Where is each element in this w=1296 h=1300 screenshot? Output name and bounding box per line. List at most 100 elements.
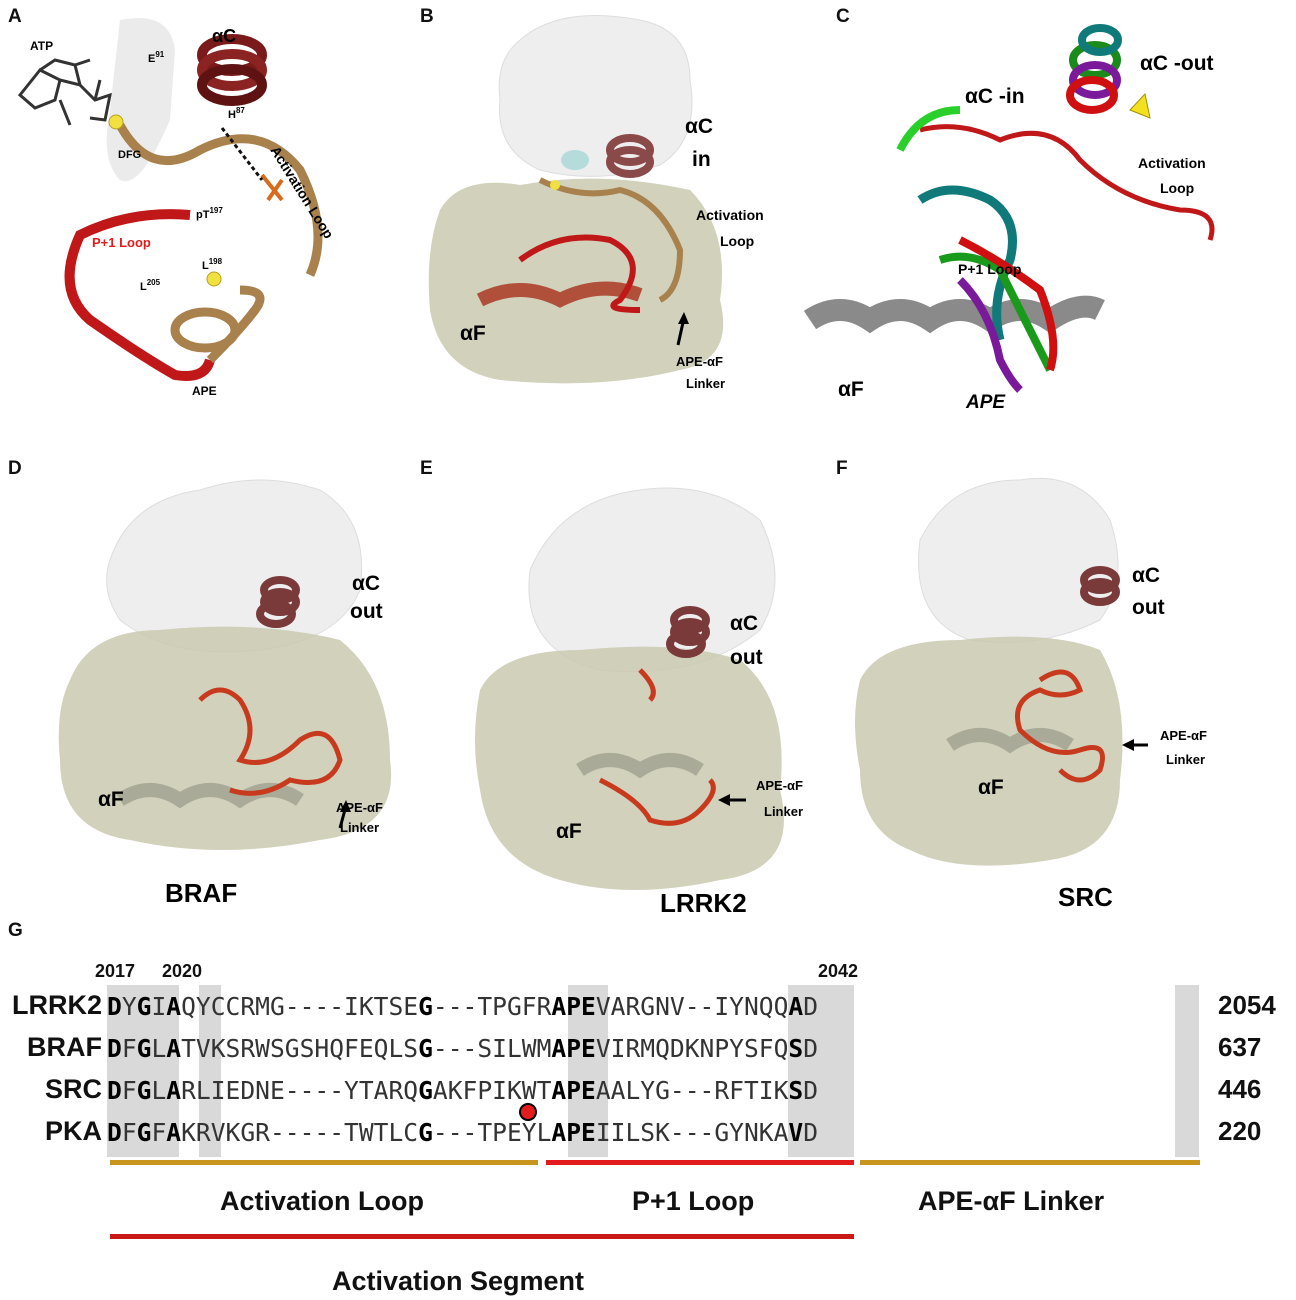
label-ac-out: out — [350, 600, 383, 623]
label-af: αF — [838, 378, 864, 401]
panel-a-structure: ATP E91 αC H87 DFG Activation Loop pT197… — [17, 18, 337, 398]
panel-c-structure: αC -in αC -out Activation Loop P+1 Loop … — [803, 24, 1215, 413]
label-ac-out: out — [1132, 596, 1165, 619]
label-linker-2: Linker — [686, 376, 725, 391]
label-linker-2: Linker — [340, 820, 379, 835]
label-ape: APE — [965, 392, 1006, 413]
label-linker-2: Linker — [764, 804, 803, 819]
bar-activation-loop — [110, 1160, 538, 1165]
p1-loop-ribbon — [64, 209, 215, 381]
n-lobe-surface — [498, 15, 693, 177]
label-linker: APE-αF — [336, 800, 383, 815]
label-linker: APE-αF Linker — [918, 1186, 1105, 1216]
c-lobe-surface — [428, 178, 724, 384]
phosphosite-marker — [519, 1103, 537, 1121]
label-l198: L198 — [202, 257, 223, 272]
calpha-sphere — [108, 114, 124, 130]
label-dfg: DFG — [118, 149, 141, 161]
bar-p1-loop — [546, 1160, 854, 1165]
bar-linker — [860, 1160, 1200, 1165]
protein-name: LRRK2 — [11, 990, 102, 1020]
protein-name: BRAF — [27, 1032, 102, 1062]
label-linker: APE-αF — [676, 354, 723, 369]
surface — [106, 18, 175, 182]
label-activation: Activation — [696, 207, 764, 223]
panel-letter-e: E — [420, 458, 433, 479]
protein-name: PKA — [44, 1116, 102, 1146]
phosphate — [260, 173, 284, 202]
label-loop: Loop — [720, 233, 754, 249]
structure-figures: ATP E91 αC H87 DFG Activation Loop pT197… — [17, 15, 1215, 918]
sequence: DYGIAQYCCRMG----IKTSEG---TPGFRAPEVARGNV-… — [107, 992, 818, 1021]
label-ac-in: αC -in — [965, 85, 1025, 108]
label-ac: αC — [730, 612, 758, 635]
end-position: 220 — [1218, 1116, 1262, 1146]
panel-letter-a: A — [8, 6, 22, 27]
label-p1-loop: P+1 Loop — [92, 235, 151, 250]
ape-ribbon — [170, 307, 240, 353]
label-activation: Activation — [1138, 155, 1206, 171]
shade-g — [568, 985, 608, 1157]
label-h87: H87 — [228, 106, 245, 121]
label-af: αF — [556, 820, 582, 843]
alpha-c-helix — [197, 34, 267, 106]
caption-lrrk2: LRRK2 — [660, 888, 747, 918]
label-loop: Loop — [1160, 180, 1194, 196]
label-ape: APE — [192, 384, 217, 398]
shade-dfg — [107, 985, 179, 1157]
label-af: αF — [978, 776, 1004, 799]
panel-letter-f: F — [836, 458, 848, 479]
label-e91: E91 — [148, 50, 165, 65]
label-ac: αC — [685, 115, 713, 138]
label-activation-segment: Activation Segment — [332, 1266, 585, 1296]
protein-name: SRC — [44, 1074, 102, 1104]
label-ac-out: out — [730, 646, 763, 669]
bar-activation-segment — [110, 1234, 854, 1239]
label-p1-loop: P+1 Loop — [632, 1186, 755, 1216]
label-linker-2: Linker — [1166, 752, 1205, 767]
activation-loop-ribbon — [919, 124, 1215, 241]
alpha-c-helices — [1066, 24, 1122, 114]
label-af: αF — [98, 788, 124, 811]
label-atp: ATP — [30, 39, 53, 53]
label-linker: APE-αF — [756, 778, 803, 793]
sequence: DFGLATVKSRWSGSHQFEQLSG---SILWMAPEVIRMQDK… — [107, 1034, 818, 1063]
panel-d-structure: αC out αF APE-αF Linker — [58, 479, 392, 850]
panel-f-structure: αC out αF APE-αF Linker — [855, 477, 1207, 866]
label-ac-in: in — [692, 148, 711, 171]
alpha-f-helix — [476, 281, 643, 308]
label-ac: αC — [352, 572, 380, 595]
caption-src: SRC — [1058, 882, 1113, 912]
position-2017: 2017 — [95, 961, 136, 981]
panel-b-structure: αC in Activation Loop αF APE-αF Linker — [428, 15, 764, 391]
end-position: 446 — [1218, 1074, 1262, 1104]
shade-d — [1175, 985, 1199, 1157]
alpha-c-helix — [606, 134, 654, 178]
label-linker: APE-αF — [1160, 728, 1207, 743]
label-pt197: pT197 — [196, 206, 223, 221]
position-2042: 2042 — [818, 961, 859, 981]
caption-braf: BRAF — [165, 878, 237, 908]
panel-letter-b: B — [420, 6, 434, 27]
panel-e-structure: αC out αF APE-αF Linker — [475, 487, 803, 890]
position-2020: 2020 — [162, 961, 203, 981]
label-l205: L205 — [140, 278, 161, 293]
end-position: 637 — [1218, 1032, 1262, 1062]
label-ac-out: αC -out — [1140, 52, 1214, 75]
label-p1-loop: P+1 Loop — [958, 261, 1021, 277]
shade-a — [199, 985, 221, 1157]
panel-letter-c: C — [836, 6, 850, 27]
activation-loop-ribbon — [116, 122, 323, 277]
label-ac: αC — [212, 26, 236, 46]
panel-letter-g: G — [8, 920, 23, 941]
p1-loop-ribbon — [518, 234, 641, 313]
end-position: 2054 — [1218, 990, 1276, 1020]
shade-ape — [788, 985, 854, 1157]
sequence: DFGLARLIEDNE----YTARQGAKFPIKWTAPEAALYG--… — [107, 1076, 818, 1105]
panel-letter-d: D — [8, 458, 22, 479]
sequence: DFGFAKRVKGR-----TWTLCG---TPEYLAPEIILSK--… — [107, 1118, 818, 1147]
label-activation-loop: Activation Loop — [220, 1186, 424, 1216]
label-ac: αC — [1132, 564, 1160, 587]
label-af: αF — [460, 322, 486, 345]
